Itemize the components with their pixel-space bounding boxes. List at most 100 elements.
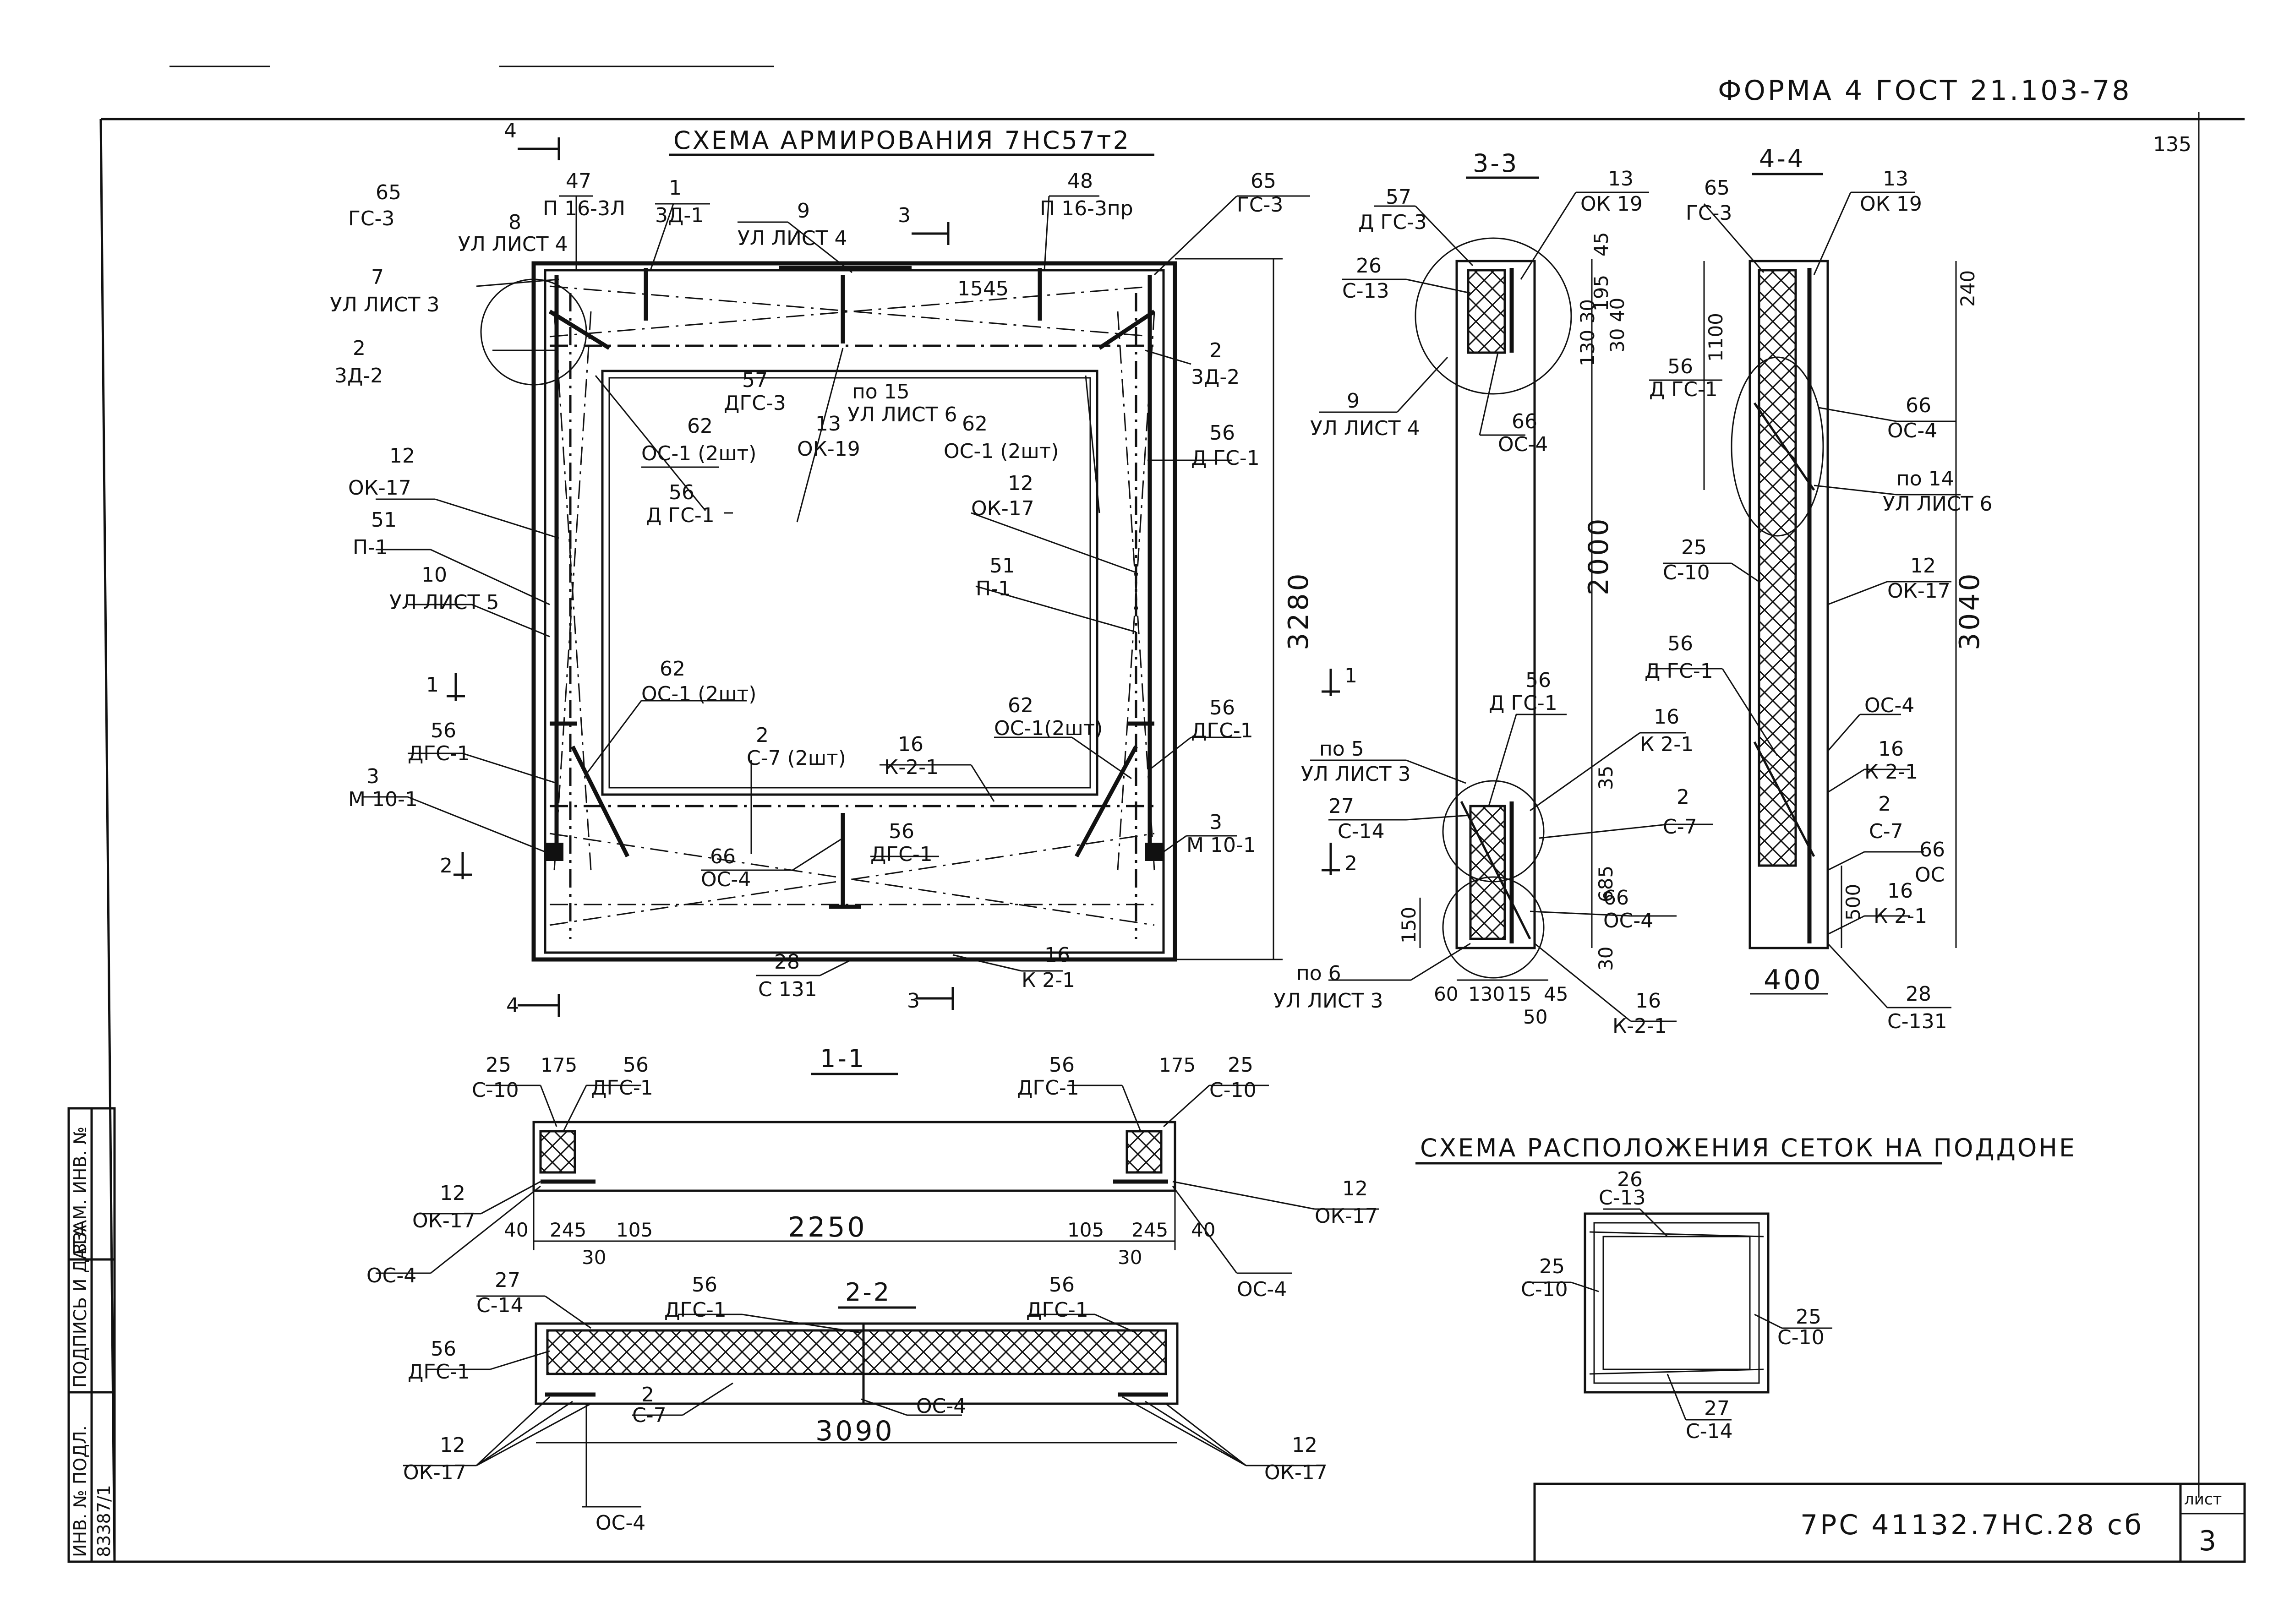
label-s11-labels-d175a: 175 — [541, 1054, 577, 1076]
label-nets-labels-l26b: С-13 — [1599, 1186, 1646, 1210]
label-s33-labels-lp5: по 5 — [1319, 737, 1364, 761]
label-s11-labels-l12bb: ОК-17 — [1315, 1204, 1378, 1228]
label-main-labels-l2bb: 3Д-2 — [1191, 365, 1240, 389]
label-main-labels-l2a: 2 — [353, 337, 366, 360]
label-s22-labels-loc4b: ОС-4 — [596, 1511, 645, 1535]
section-1-1-labels: 25 С-10 175 56 ДГС-1 56 ДГС-1 175 25 С-1… — [366, 1053, 1378, 1301]
label-s44-labels-l28b: С-131 — [1887, 1010, 1947, 1033]
label-main-labels-l65bb: ГС-3 — [1237, 193, 1283, 217]
label-s33-labels-d2000: 2000 — [1583, 516, 1615, 595]
nets-labels: 26 С-13 25 С-10 25 С-10 27 С-14 — [1521, 1168, 1825, 1443]
label-main-labels-l65ab: ГС-3 — [348, 207, 394, 230]
label-main-labels-l62bb: ОС-1 (2шт) — [944, 440, 1059, 463]
label-s44-labels-l25: 25 — [1681, 536, 1707, 559]
label-main-labels-l56e: 56 — [889, 820, 914, 843]
label-s33-labels-l9: 9 — [1347, 389, 1360, 413]
main-label-set: 47 П 16-3Л 1 3Д-1 9 УЛ ЛИСТ 4 48 П 16-3п… — [330, 169, 1315, 1001]
label-s33-labels-d35: 35 — [1595, 766, 1617, 790]
label-main-labels-l56d: 56 — [431, 719, 456, 742]
sec-2: 2 — [440, 854, 453, 877]
stamp-sign-label: ПОДПИСЬ И ДАТА — [70, 1225, 90, 1388]
label-s33-labels-l56b: Д ГС-1 — [1489, 692, 1557, 715]
section-4-4-title: 4-4 — [1759, 144, 1805, 173]
label-s33-labels-l27b: С-14 — [1338, 820, 1385, 843]
label-main-labels-l62c: 62 — [660, 657, 685, 681]
label-main-labels-l16bb: К 2-1 — [1022, 969, 1075, 992]
label-s44-labels-l56a: 56 — [1667, 355, 1693, 378]
label-main-labels-l8b: УЛ ЛИСТ 4 — [458, 233, 568, 256]
label-main-labels-l12a: 12 — [389, 444, 415, 468]
label-main-labels-l3ab: М 10-1 — [348, 788, 418, 811]
label-s11-labels-d40a: 40 — [504, 1219, 528, 1241]
label-s22-labels-d3090: 3090 — [815, 1415, 895, 1447]
label-s22-labels-l56cb: ДГС-1 — [408, 1360, 470, 1384]
label-s33-labels-d30: 30 — [1595, 947, 1617, 971]
section-4-4-labels: 65 ГС-3 13 ОК 19 56 Д ГС-1 66 ОС-4 по 14… — [1645, 167, 1992, 1033]
label-main-labels-l9: 9 — [797, 199, 810, 223]
label-main-labels-l56b: 56 — [1209, 421, 1235, 445]
label-s11-labels-d105a: 105 — [616, 1219, 653, 1241]
label-s44-labels-l16a: 16 — [1878, 737, 1904, 761]
label-s33-labels-d150: 150 — [1398, 907, 1420, 943]
label-main-labels-l16a: 16 — [898, 733, 923, 756]
label-s33-labels-l57: 57 — [1386, 185, 1411, 209]
label-s33-labels-d15: 15 — [1507, 983, 1531, 1005]
label-main-labels-l13b: ОК-19 — [797, 437, 860, 461]
label-s33-labels-d685: 685 — [1595, 866, 1617, 902]
stamp-inv-label: ИНВ. № ПОДЛ. — [70, 1425, 90, 1557]
label-s33-labels-l66: 66 — [1512, 410, 1537, 433]
label-s33-labels-l66c: 66 — [1603, 886, 1629, 910]
label-s33-labels-l9b: УЛ ЛИСТ 4 — [1310, 417, 1420, 440]
section-3-3-drawing — [1310, 191, 1713, 1022]
label-s33-labels-l2: 2 — [1677, 785, 1689, 809]
label-main-labels-l2c: 2 — [756, 724, 769, 747]
label-main-labels-l57: 57 — [742, 369, 768, 392]
label-main-labels-l56a: 56 — [669, 481, 694, 504]
label-main-labels-l56cb: ДГС-1 — [1191, 719, 1253, 742]
label-s33-labels-lp6: по 6 — [1296, 962, 1341, 985]
section-3-3-title: 3-3 — [1473, 149, 1519, 178]
label-main-labels-lp15: по 15 — [852, 380, 910, 403]
nets-title: СХЕМА РАСПОЛОЖЕНИЯ СЕТОК НА ПОДДОНЕ — [1420, 1134, 2076, 1162]
document-code: 7РС 41132.7НС.28 сб — [1800, 1509, 2144, 1541]
sheet-number: 3 — [2199, 1525, 2218, 1557]
label-s11-labels-l12ab: ОК-17 — [412, 1209, 475, 1232]
label-s44-labels-l56ab: Д ГС-1 — [1649, 378, 1718, 401]
label-s44-labels-l28: 28 — [1906, 982, 1931, 1006]
label-s11-labels-l56bb: ДГС-1 — [1017, 1076, 1079, 1100]
label-main-labels-l2ab: 3Д-2 — [334, 364, 383, 387]
label-s22-labels-l56c: 56 — [431, 1337, 456, 1361]
label-s33-labels-l16ab: К 2-1 — [1640, 733, 1694, 756]
label-main-labels-l3b: 3 — [1209, 811, 1222, 834]
label-s11-labels-d2250: 2250 — [788, 1211, 867, 1243]
label-main-labels-l10b: УЛ ЛИСТ 5 — [389, 591, 499, 614]
sec-3b: 3 — [907, 989, 920, 1013]
label-s44-labels-l65b: ГС-3 — [1686, 202, 1732, 225]
label-s33-labels-l57b: Д ГС-3 — [1358, 211, 1427, 234]
label-main-labels-l62db: ОС-1(2шт) — [994, 717, 1103, 740]
label-s11-labels-d175b: 175 — [1159, 1054, 1196, 1076]
stamp-inv-number: 83387/1 — [94, 1485, 114, 1557]
label-s33-labels-d50: 50 — [1523, 1006, 1547, 1028]
main-leaders — [362, 195, 1310, 976]
label-s44-labels-l16b: 16 — [1887, 879, 1913, 903]
main-title: СХЕМА АРМИРОВАНИЯ 7НС57т2 — [673, 126, 1131, 155]
label-main-labels-l56db: ДГС-1 — [408, 742, 470, 765]
label-s33-labels-d45: 45 — [1590, 232, 1612, 256]
label-main-labels-l51bb: П-1 — [976, 577, 1011, 600]
label-s44-labels-l66b: 66 — [1919, 838, 1945, 861]
label-main-labels-l28: 28 — [774, 950, 800, 974]
label-main-labels-l57b: ДГС-3 — [724, 392, 786, 415]
label-s11-labels-d30b: 30 — [1118, 1246, 1142, 1269]
label-s44-labels-l13b: ОК 19 — [1860, 192, 1922, 216]
label-s44-labels-l16ab: К 2-1 — [1864, 760, 1918, 784]
title-block — [1533, 1482, 2246, 1563]
label-main-labels-l10: 10 — [421, 563, 447, 587]
label-s33-labels-lp5b: УЛ ЛИСТ 3 — [1301, 763, 1410, 786]
label-s22-labels-l12bb: ОК-17 — [1264, 1461, 1328, 1484]
label-s33-labels-l66b: ОС-4 — [1498, 433, 1548, 456]
label-nets-labels-l27b: С-14 — [1686, 1420, 1733, 1443]
label-s44-labels-l66bb: ОС — [1915, 863, 1945, 887]
